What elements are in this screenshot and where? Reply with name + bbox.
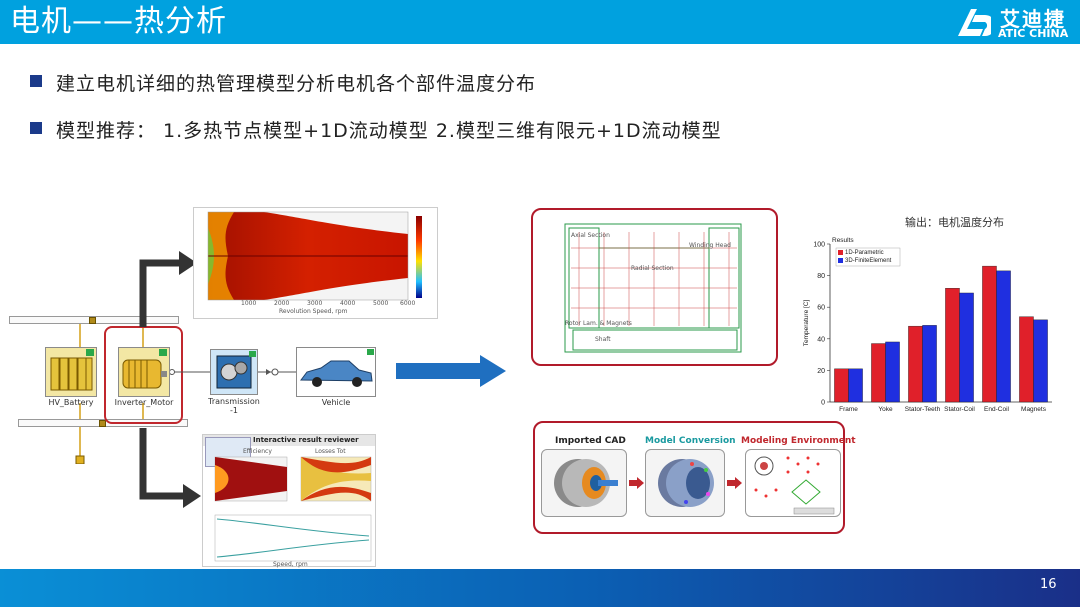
thermal-network-graphic (564, 223, 742, 353)
reviewer-xlabel: Speed, rpm (273, 561, 308, 568)
legend-box (835, 247, 901, 267)
arrow-down-to-reviewer (139, 428, 201, 508)
x-tick-label: Magnets (1021, 406, 1047, 413)
hv-battery-label: HV_Battery (48, 398, 94, 407)
inverter-motor-block[interactable] (118, 347, 170, 397)
inverter-motor-label: Inverter_Motor (114, 398, 174, 407)
cad-arrow-icon (727, 477, 742, 489)
gearbox-icon (216, 351, 256, 389)
modeling-environment-panel (745, 449, 841, 517)
y-tick-label: 100 (813, 242, 825, 249)
bar-3d (959, 292, 974, 403)
page-title: 电机——热分析 (10, 4, 227, 39)
bus-connector (89, 317, 96, 324)
reviewer-plots (214, 456, 372, 562)
shaft-label: Shaft (595, 336, 611, 343)
x-tick-label: Frame (839, 406, 858, 413)
bus-connector (99, 420, 106, 427)
y-tick-label: 80 (817, 273, 825, 280)
legend-swatch (838, 258, 843, 263)
bar-3d (885, 341, 900, 403)
motor-cad-icon (554, 459, 618, 507)
chart-title: Results (832, 237, 854, 244)
legend-swatch (838, 250, 843, 255)
contour-graphic (207, 211, 422, 301)
arrow-up-to-map (139, 251, 197, 327)
vehicle-label: Vehicle (321, 398, 351, 407)
bullet-text-1: 建立电机详细的热管理模型分析电机各个部件温度分布 (56, 73, 537, 95)
motor-mesh-icon (658, 459, 714, 507)
cad-workflow-box: Imported CAD Model Conversion Modeling E… (533, 421, 856, 534)
bar-1d (834, 368, 849, 403)
reviewer-titlebar (203, 435, 375, 446)
contour-xlabel: Revolution Speed, rpm (279, 308, 348, 315)
transmission-label: Transmission -1 (208, 397, 260, 415)
radial-section-label: Radial Section (631, 265, 674, 272)
footer-bar (0, 569, 1080, 607)
y-tick-label: 0 (821, 400, 825, 407)
tick-label: 4000 (340, 300, 356, 307)
imported-cad-label: Imported CAD (555, 436, 626, 446)
bullet-square-icon (30, 75, 42, 87)
cad-model-panel (541, 449, 627, 517)
tick-label: 2000 (274, 300, 290, 307)
y-tick-label: 40 (817, 336, 825, 343)
bullet-text-2: 模型推荐： 1.多热节点模型+1D流动模型 2.模型三维有限元+1D流动模型 (56, 120, 722, 142)
result-reviewer-panel: Interactive result reviewer Efficiency L… (202, 434, 376, 568)
x-tick-label: Yoke (878, 406, 893, 413)
mech-connection (170, 368, 296, 376)
thermal-network-box: Axial Section Winding Head Radial Sectio… (531, 208, 778, 366)
x-tick-label: Stator-Teeth (905, 406, 941, 413)
logo-text-en: ATIC CHINA (998, 27, 1069, 40)
vehicle-block[interactable] (296, 347, 376, 397)
motor-icon (122, 349, 167, 389)
tick-label: 3000 (307, 300, 323, 307)
tick-label: 6000 (400, 300, 416, 307)
car-icon (300, 349, 374, 387)
y-tick-label: 60 (817, 305, 825, 312)
bar-1d (871, 343, 886, 403)
bar-1d (1019, 316, 1034, 403)
axial-section-label: Axial Section (571, 232, 610, 239)
header-bar (0, 0, 1080, 44)
hv-battery-block[interactable] (45, 347, 97, 397)
wire-lines (75, 324, 144, 464)
bullet-square-icon (30, 122, 42, 134)
converted-model-panel (645, 449, 725, 517)
rotor-label: Rotor Lam. & Magnets (565, 320, 632, 327)
model-conversion-label: Model Conversion (645, 436, 736, 446)
modeling-environment-label: Modeling Environment (741, 436, 856, 446)
legend-label: 1D-Parametric (845, 250, 884, 256)
bar-3d (996, 270, 1011, 403)
bar-1d (908, 325, 923, 403)
plot1-title: Efficiency (243, 448, 272, 455)
atic-logo-icon (958, 9, 991, 36)
battery-icon (50, 349, 94, 391)
bar-1d (945, 288, 960, 403)
transmission-block[interactable] (210, 349, 258, 395)
tick-label: 1000 (241, 300, 257, 307)
chart-caption: 输出：电机温度分布 (905, 216, 1004, 229)
plot2-title: Losses Tot (315, 448, 346, 455)
cad-arrow-icon (629, 477, 644, 489)
network-schematic-icon (754, 456, 835, 515)
bar-1d (982, 265, 997, 403)
efficiency-contour-plot: 1000 2000 3000 4000 5000 6000 Revolution… (193, 207, 438, 319)
tick-label: 5000 (373, 300, 389, 307)
blue-arrow-right (396, 355, 506, 387)
legend-label: 3D-FiniteElement (845, 258, 892, 264)
page-number: 16 (1040, 577, 1057, 592)
y-tick-label: 20 (817, 368, 825, 375)
x-tick-label: End-Coil (984, 406, 1009, 413)
bar-3d (848, 368, 863, 403)
logo-text-cn: 艾迪捷 (1000, 7, 1066, 31)
x-tick-label: Stator-Coil (944, 406, 975, 413)
bar-3d (922, 325, 937, 403)
winding-head-label: Winding Head (689, 242, 731, 249)
y-axis-label: Temperature [C] (803, 300, 810, 347)
reviewer-title: Interactive result reviewer (253, 436, 359, 444)
bar-3d (1033, 319, 1048, 403)
